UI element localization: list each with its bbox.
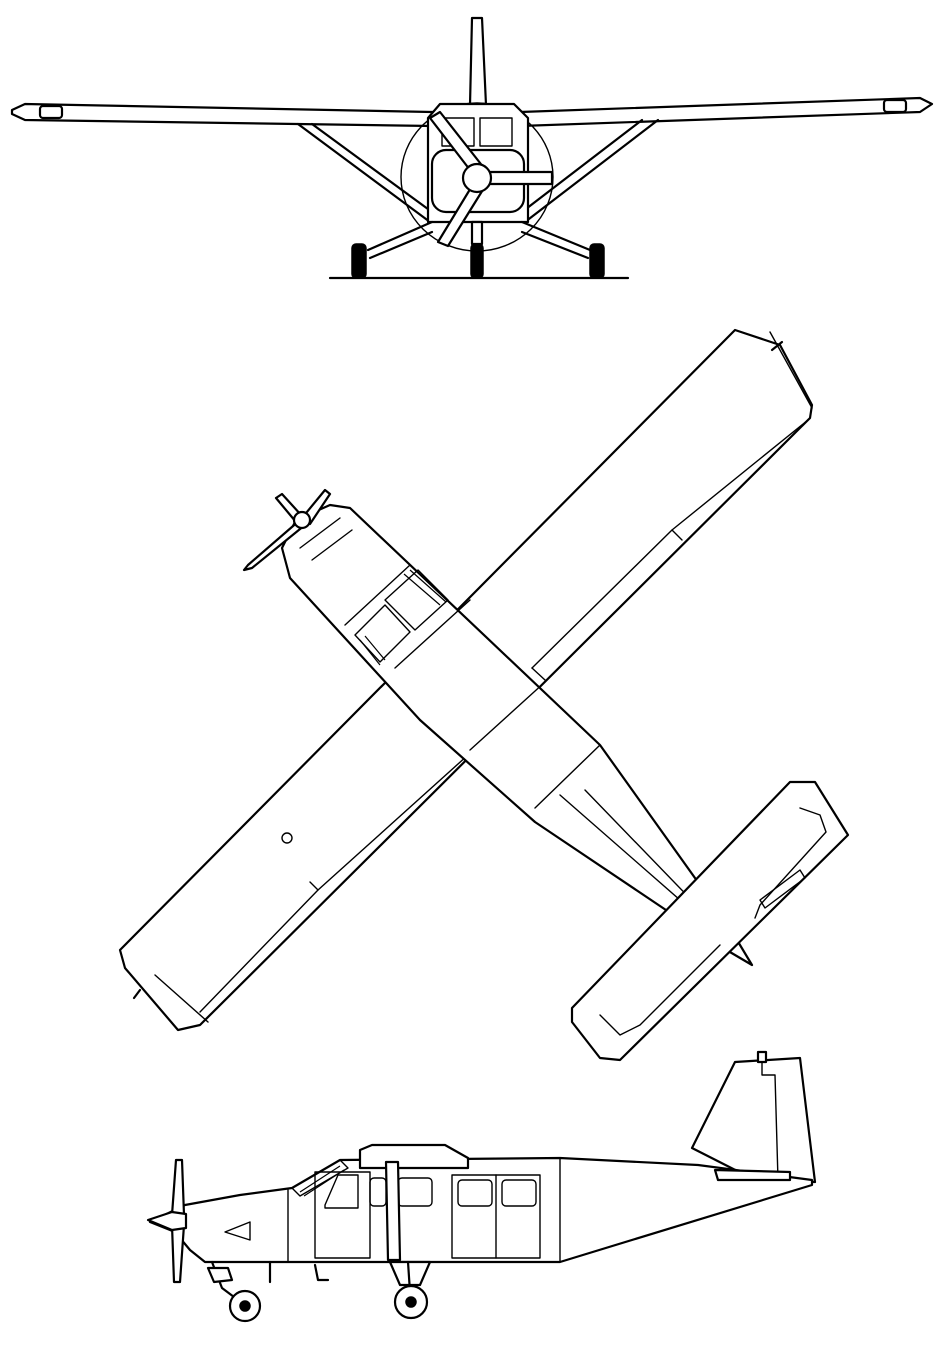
front-strut-left — [296, 122, 434, 224]
side-tail-tip — [756, 1050, 768, 1064]
top-wingtip-light-right — [770, 340, 784, 352]
side-window-1 — [324, 1174, 359, 1209]
side-window-5 — [501, 1179, 537, 1207]
side-prop-blade-lower — [170, 1223, 186, 1284]
top-spinner — [292, 510, 312, 530]
top-cabin-front — [344, 564, 411, 626]
top-cowling-line — [299, 517, 353, 561]
top-flap-line-right — [531, 529, 683, 681]
side-spinner — [146, 1210, 188, 1232]
top-wing-leading-edge-line — [154, 974, 209, 1023]
top-window-hatching — [359, 569, 447, 666]
side-nose-gear-fork — [206, 1266, 234, 1284]
front-gear-leg-left — [366, 220, 434, 260]
side-rudder-line — [761, 1059, 779, 1181]
side-window-4 — [457, 1179, 493, 1207]
side-fuselage — [148, 1156, 814, 1264]
side-door-front — [314, 1171, 371, 1259]
top-wingtip-light-left — [132, 988, 142, 1000]
side-antenna-2 — [313, 1263, 330, 1282]
top-trim-tab — [759, 869, 806, 909]
front-wingtip-right — [882, 98, 908, 114]
top-wing-fuel-cap — [281, 832, 293, 844]
front-spinner — [461, 162, 493, 194]
side-view — [146, 1050, 817, 1323]
front-nose-gear-strut — [470, 220, 484, 246]
front-nose-wheel — [470, 243, 484, 279]
front-gear-leg-right — [520, 220, 592, 260]
side-wing-strut — [384, 1160, 402, 1262]
side-nose-wheel-hub — [239, 1300, 251, 1312]
top-elevator-left — [599, 944, 721, 1036]
side-main-gear-fairing — [388, 1260, 432, 1287]
front-wheel-right — [589, 243, 605, 279]
top-horizontal-tail — [570, 780, 850, 1062]
side-prop-blade-upper — [170, 1158, 186, 1217]
front-vertical-fin — [468, 16, 488, 107]
side-windshield — [291, 1159, 349, 1197]
side-vertical-tail — [690, 1056, 817, 1184]
side-main-wheel-hub — [405, 1296, 417, 1308]
front-wingtip-left — [38, 104, 64, 120]
top-wing-root-lines — [394, 599, 546, 751]
top-window-1 — [354, 604, 411, 663]
side-windshield-hatching — [299, 1165, 345, 1197]
front-view — [10, 16, 934, 280]
front-windshield-right — [479, 117, 513, 147]
top-view — [118, 328, 850, 1062]
side-wing — [358, 1143, 470, 1170]
side-horizontal-stab — [713, 1168, 792, 1182]
front-wheel-left — [351, 243, 367, 279]
side-cowl-vent — [224, 1221, 251, 1241]
top-window-2 — [384, 569, 449, 631]
top-elevator-right — [754, 807, 827, 919]
front-prop-blade-right — [488, 170, 554, 186]
